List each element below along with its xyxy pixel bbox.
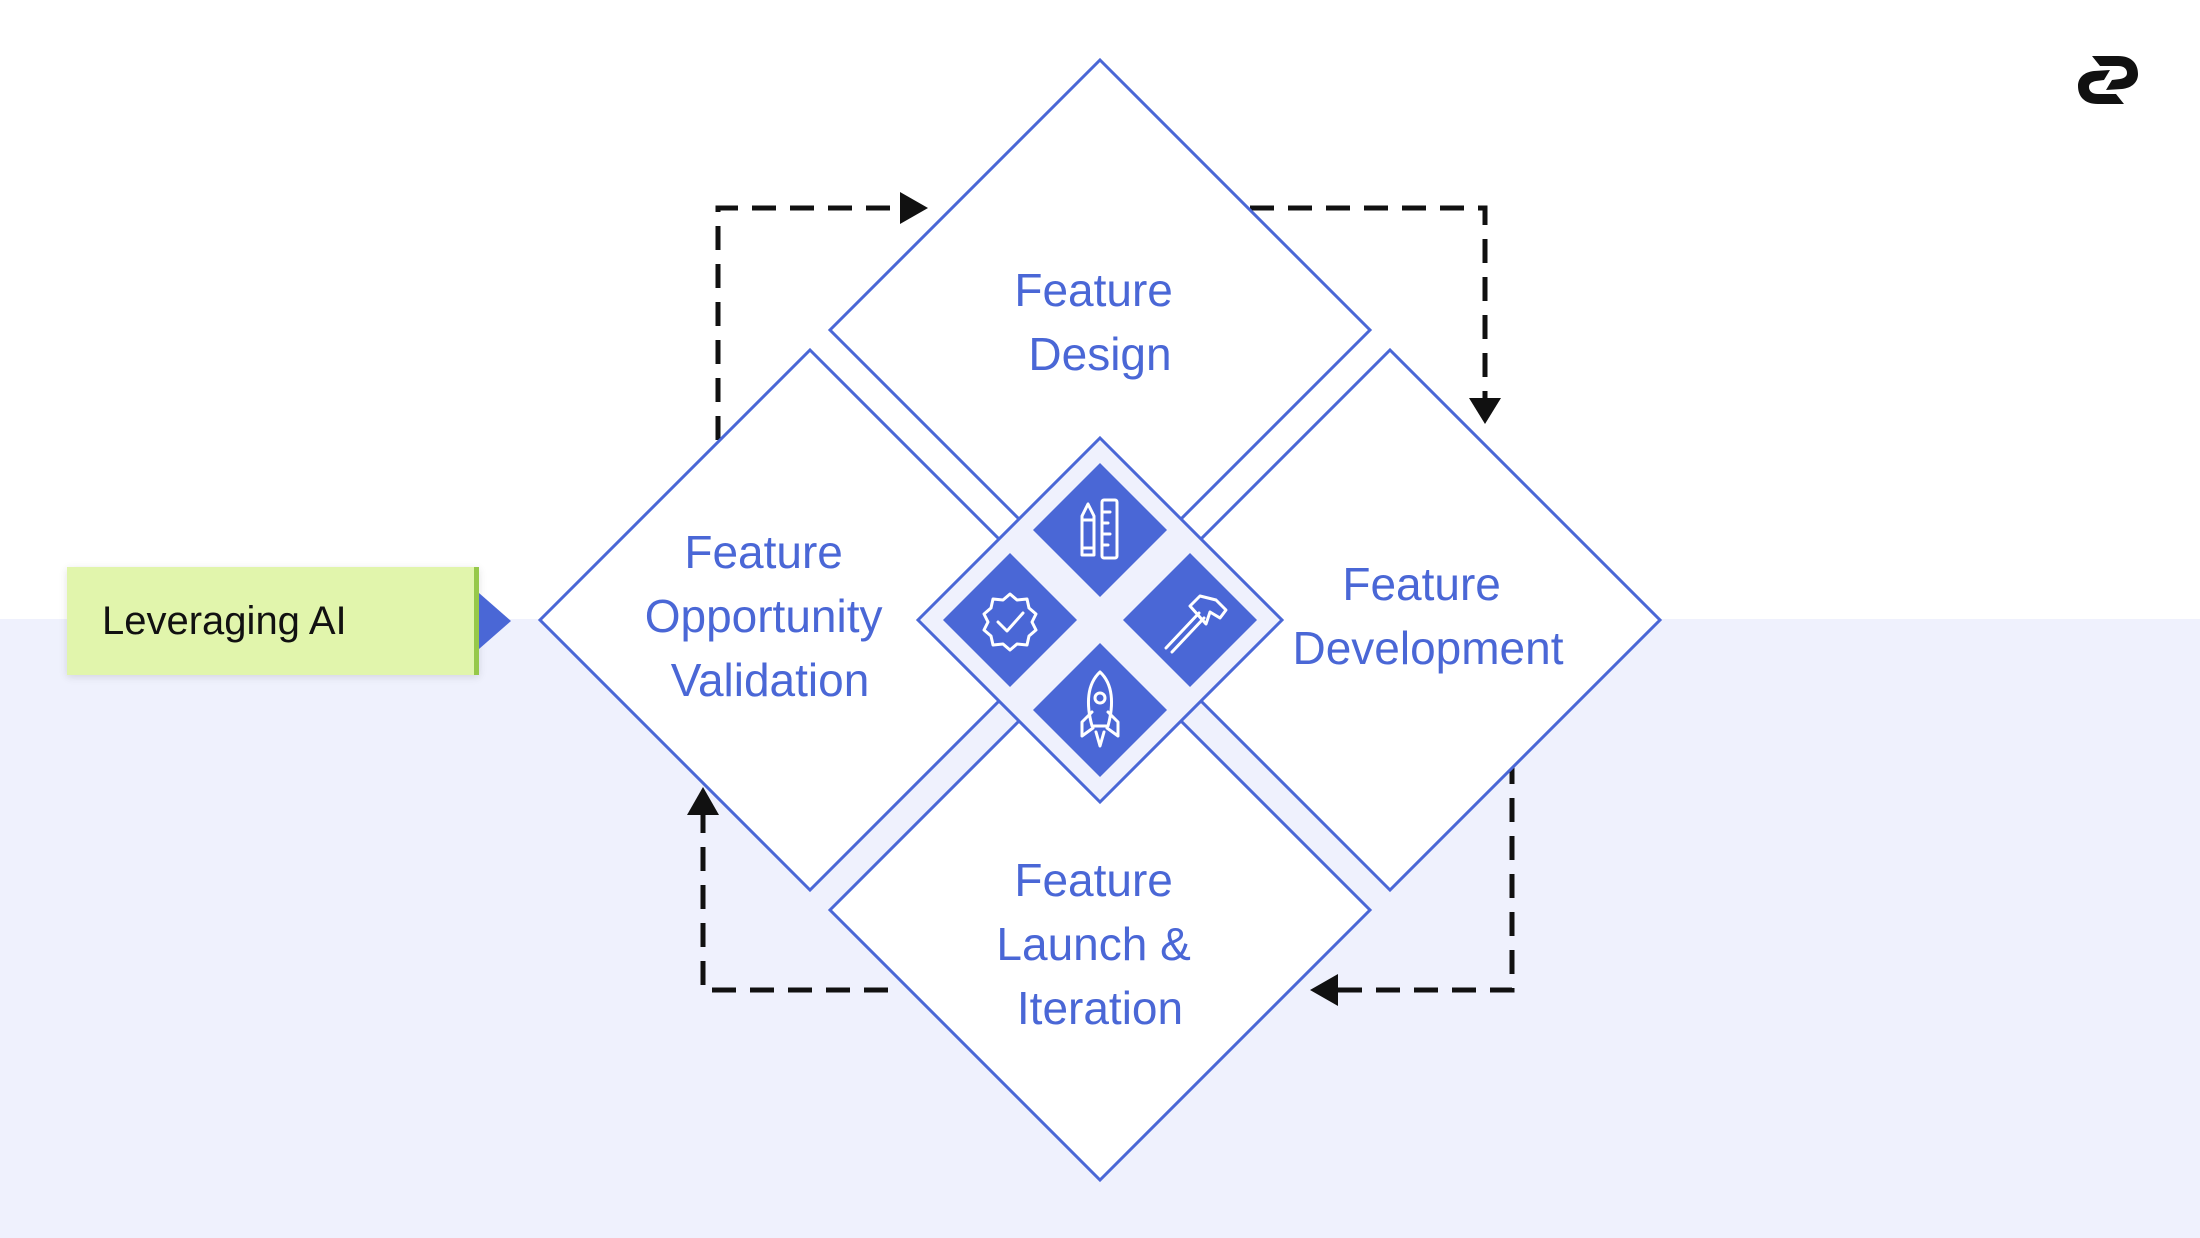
ruler-pencil-icon (1080, 498, 1119, 560)
stage-launch-line-2: Launch & (996, 918, 1190, 970)
arrow-validation-to-design (715, 205, 900, 440)
cycle-arrows (700, 205, 1515, 993)
stage-development-line-2: Development (1292, 622, 1563, 674)
arrow-launch-to-validation (700, 805, 888, 993)
stage-launch-line-3: Iteration (1017, 982, 1183, 1034)
icon-tiles (943, 463, 1257, 777)
leveraging-ai-label: Leveraging AI (102, 599, 347, 643)
icon-tile-launch (1033, 643, 1167, 777)
icon-tile-design (1033, 463, 1167, 597)
stage-validation-diamond (537, 347, 1083, 893)
center-hub-diamond (915, 435, 1285, 805)
tag-pointer-arrow (479, 593, 511, 649)
rocket-icon (1080, 670, 1120, 748)
arrow-design-to-development (1250, 205, 1488, 398)
stage-validation-line-2: Opportunity (645, 590, 883, 642)
hammer-icon (1164, 594, 1228, 654)
arrow-development-to-launch (1338, 760, 1515, 993)
stage-launch-label: Feature Launch & Iteration (996, 854, 1203, 1034)
stage-development-label: Feature Development (1292, 558, 1563, 674)
stage-development-line-1: Feature (1342, 558, 1501, 610)
stage-labels: Feature Design Feature Opportunity Valid… (645, 264, 1564, 1034)
arrow-heads (687, 192, 1501, 1006)
arrow-head-down (1469, 398, 1501, 424)
stage-validation-label: Feature Opportunity Validation (645, 526, 896, 706)
stage-design-line-1: Feature (1014, 264, 1173, 316)
check-badge-icon (982, 592, 1038, 652)
stage-validation-line-1: Feature (684, 526, 843, 578)
leveraging-ai-tag: Leveraging AI (67, 567, 479, 675)
arrow-head-up (687, 787, 719, 815)
stage-design-line-2: Design (1028, 328, 1171, 380)
stage-development-diamond (1117, 347, 1663, 893)
stage-launch-diamond (827, 637, 1373, 1183)
icon-tile-validation (943, 553, 1077, 687)
stage-validation-line-3: Validation (671, 654, 870, 706)
brand-logo-icon (2078, 56, 2138, 104)
stage-launch-line-1: Feature (1014, 854, 1173, 906)
arrow-head-left (1310, 974, 1338, 1006)
stage-diamonds (537, 57, 1663, 1183)
arrow-head-right (900, 192, 928, 224)
icon-tile-development (1123, 553, 1257, 687)
stage-design-label: Feature Design (1014, 264, 1185, 380)
